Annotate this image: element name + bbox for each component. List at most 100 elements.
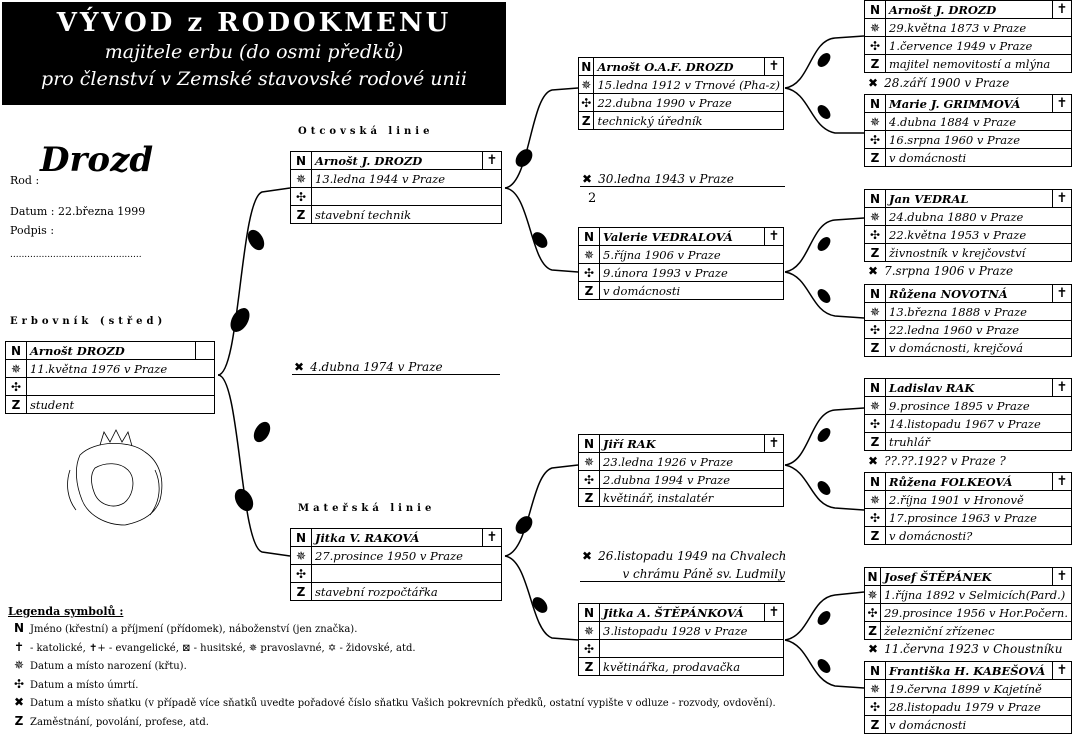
birth-icon: ✵ (864, 112, 886, 131)
marriage-icon: ✖ (868, 76, 879, 90)
person-born: 11.května 1976 v Praze (26, 359, 215, 378)
person-name: Marie J. GRIMMOVÁ (885, 94, 1053, 113)
leaf-ornament (817, 237, 831, 251)
person-born: 29.května 1873 v Praze (885, 18, 1072, 37)
leaf-ornament (817, 105, 831, 119)
legend-row: ✣ Datum a místo úmrtí. (8, 677, 776, 696)
paternal-line-label: Otcovská linie (298, 126, 434, 137)
legend-text: Datum a místo úmrtí. (30, 679, 139, 691)
death-icon: ✣ (864, 414, 886, 433)
cross-icon: ✝ (764, 603, 784, 622)
legend-text: Zaměstnání, povolání, profese, atd. (30, 716, 209, 728)
name-symbol: N (13, 621, 25, 635)
coat-of-arms-sketch (67, 429, 163, 526)
cross-icon: ✝ (1052, 284, 1072, 303)
job-symbol: Z (864, 338, 886, 357)
person-name: Jan VEDRAL (885, 189, 1053, 208)
person-born: 4.dubna 1884 v Praze (885, 112, 1072, 131)
person-born: 24.dubna 1880 v Praze (885, 207, 1072, 226)
marriage-p5: ✖??.??.192? v Praze ? (866, 454, 1070, 468)
cross-icon: ✝ (482, 528, 502, 547)
datum-field: Datum : 22.března 1999 (10, 205, 146, 218)
person-name: Růžena FOLKEOVÁ (885, 472, 1053, 491)
person-name: Arnošt O.A.F. DROZD (593, 57, 765, 76)
person-born: 5.října 1906 v Praze (599, 245, 784, 264)
person-died: 9.února 1993 v Praze (599, 263, 784, 282)
name-symbol: N (864, 661, 886, 680)
person-job: truhlář (885, 432, 1072, 451)
cross-icon: ✝ (1052, 94, 1072, 113)
job-symbol: Z (5, 395, 27, 414)
erbovnik-label: Erbovník (střed) (10, 316, 167, 327)
header-subtitle: majitele erbu (do osmi předků) (104, 41, 404, 63)
death-icon: ✣ (5, 377, 27, 396)
marriage-icon: ✖ (582, 172, 593, 186)
marriage-text: v chrámu Páně sv. Ludmily (622, 567, 785, 581)
cross-icon: ✝ (1052, 189, 1072, 208)
job-symbol: Z (864, 715, 886, 734)
leaf-ornament (230, 308, 250, 332)
name-symbol: N (864, 378, 886, 397)
birth-icon: ✵ (577, 75, 595, 94)
death-icon: ✣ (864, 130, 886, 149)
cross-icon: ✝ (1052, 472, 1072, 491)
legend-row: ✝- katolické, ✝+ - evangelické, ⊠ - husi… (8, 640, 776, 659)
leaf-ornament (817, 53, 831, 67)
name-symbol: N (578, 227, 600, 246)
person-born: 2.října 1901 v Hronově (885, 490, 1072, 509)
person-died: 1.července 1949 v Praze (885, 36, 1072, 55)
person-job: v domácnosti, krejčová (885, 338, 1072, 357)
person-born: 23.ledna 1926 v Praze (599, 452, 784, 471)
name-symbol: N (5, 341, 27, 360)
leaf-ornament (532, 597, 548, 613)
person-job: v domácnosti (885, 715, 1072, 734)
leaf-ornament (817, 481, 831, 495)
person-job: stavební rozpočtářka (311, 582, 502, 601)
leaf-ornament (253, 421, 271, 443)
leaf-ornament (515, 149, 533, 167)
person-died: 22.května 1953 v Praze (885, 225, 1072, 244)
leaf-ornament (817, 659, 831, 673)
death-icon: ✣ (290, 187, 312, 206)
leaf-ornament (532, 232, 548, 248)
marriage-p6: ✖11.června 1923 v Choustníku (866, 642, 1070, 656)
marriage-icon: ✖ (582, 549, 593, 563)
person-died: 16.srpna 1960 v Praze (885, 130, 1072, 149)
connector-p3-p8 (784, 87, 864, 134)
connector-p0-p1 (217, 187, 291, 376)
cross-icon: ✝ (764, 227, 784, 246)
marriage-icon: ✖ (868, 454, 879, 468)
signature-dots: ........................................… (10, 250, 142, 260)
connector-p1-p4 (504, 187, 579, 273)
job-symbol: Z (290, 582, 312, 601)
death-icon: ✣ (577, 93, 595, 112)
leaf-ornament (515, 516, 533, 534)
person-died (311, 187, 502, 206)
marriage-text: 28.září 1900 v Praze (884, 76, 1010, 90)
job-symbol: Z (290, 205, 312, 224)
person-name: Arnošt J. DROZD (311, 151, 483, 170)
leaf-ornament (817, 611, 831, 625)
connector-p6-p13 (784, 591, 865, 641)
death-icon: ✣ (13, 676, 25, 691)
connector-p3-p7 (784, 35, 865, 89)
marriage-text: 30.ledna 1943 v Praze (598, 172, 734, 186)
legend-row: ✵Datum a místo narození (křtu). (8, 658, 776, 677)
marriage-text: 4.dubna 1974 v Praze (310, 360, 443, 374)
person-job: v domácnosti? (885, 526, 1072, 545)
birth-icon: ✵ (290, 546, 312, 565)
person-job: živnostník v krejčovství (885, 243, 1072, 262)
header-subtitle-2: pro členství v Zemské stavovské rodové u… (41, 68, 467, 90)
connector-p2-p5 (504, 464, 579, 557)
header-banner: VÝVOD z RODOKMENU majitele erbu (do osmi… (2, 2, 506, 105)
marriage-p4: ✖7.srpna 1906 v Praze (866, 264, 1070, 278)
person-died: 28.listopadu 1979 v Praze (885, 697, 1072, 716)
person-name: Františka H. KABEŠOVÁ (885, 661, 1053, 680)
